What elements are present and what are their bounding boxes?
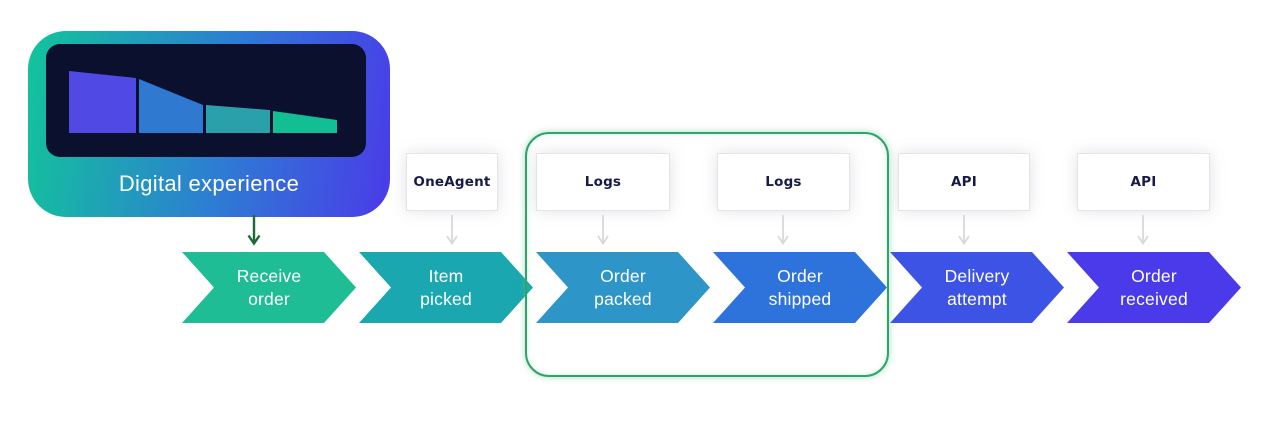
tool-box-api-1[interactable]: API: [898, 153, 1030, 211]
tool-label-api-2: API: [1130, 174, 1157, 190]
down-arrow-gray-icon: [777, 215, 789, 246]
stage-chevron-delivery-attempt[interactable]: Delivery attempt: [890, 252, 1064, 323]
funnel-segment-1: [69, 71, 136, 133]
stage-label-line2: shipped: [768, 288, 832, 309]
digital-experience-card[interactable]: Digital experience: [28, 31, 390, 217]
down-arrow-gray-icon: [958, 215, 970, 246]
stage-label-line2: picked: [420, 288, 472, 309]
stage-label-line1: Order: [1131, 265, 1177, 286]
stage-chevron-item-picked[interactable]: Item picked: [359, 252, 533, 323]
stage-label-line2: packed: [594, 288, 652, 309]
stage-label-line1: Order: [600, 265, 646, 286]
tool-label-oneagent: OneAgent: [413, 174, 491, 190]
stage-label-line2: received: [1120, 288, 1188, 309]
funnel-segment-2: [139, 79, 203, 133]
stage-label-line1: Order: [777, 265, 823, 286]
tool-box-api-2[interactable]: API: [1077, 153, 1210, 211]
stage-label-line1: Receive: [236, 265, 302, 286]
tool-box-logs-1[interactable]: Logs: [536, 153, 670, 211]
funnel-segment-4: [273, 111, 337, 133]
down-arrow-gray-icon: [597, 215, 609, 246]
tool-label-api-1: API: [951, 174, 977, 190]
stage-label-line1: Delivery: [944, 265, 1010, 286]
stage-chevron-order-shipped[interactable]: Order shipped: [713, 252, 887, 323]
stage-label-line1: Item: [428, 265, 464, 286]
stage-label-line2: order: [248, 288, 290, 309]
down-arrow-green-icon: [247, 215, 261, 246]
funnel-chart: [69, 71, 337, 133]
tool-box-logs-2[interactable]: Logs: [717, 153, 850, 211]
tool-label-logs-1: Logs: [584, 174, 622, 190]
funnel-segment-3: [206, 105, 270, 133]
stage-chevron-order-received[interactable]: Order received: [1067, 252, 1241, 323]
funnel-panel: [46, 44, 366, 157]
down-arrow-gray-icon: [1137, 215, 1149, 246]
tool-label-logs-2: Logs: [765, 174, 802, 190]
digital-experience-label: Digital experience: [118, 171, 300, 196]
stage-label-line2: attempt: [947, 288, 1007, 309]
stage-chevron-order-packed[interactable]: Order packed: [536, 252, 710, 323]
stage-chevron-receive-order[interactable]: Receive order: [182, 252, 356, 323]
tool-box-oneagent[interactable]: OneAgent: [406, 153, 498, 211]
down-arrow-gray-icon: [446, 215, 458, 246]
